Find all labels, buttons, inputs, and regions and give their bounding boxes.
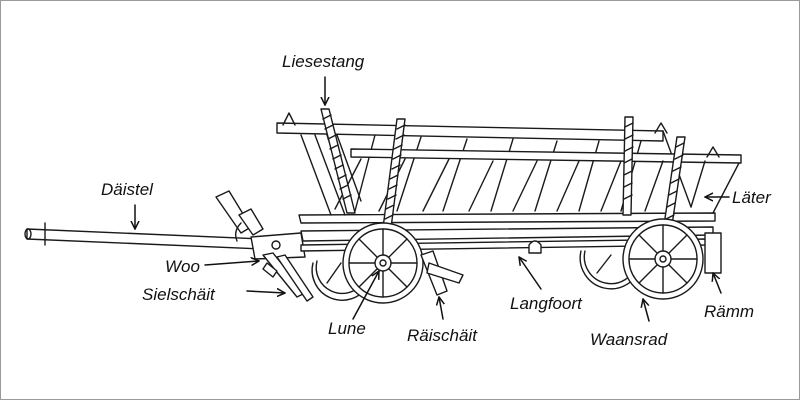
wheel-left [342, 222, 424, 304]
label-arrows [135, 76, 730, 322]
label-raischait: Räischäit [407, 326, 477, 345]
label-woo: Woo [165, 257, 200, 276]
drawbar [24, 222, 264, 250]
label-sielschait: Sielschäit [142, 285, 215, 304]
hitch [215, 190, 314, 302]
arrow-raischait [439, 296, 443, 320]
arrow-woo [204, 261, 260, 265]
label-langfoort: Langfoort [510, 294, 582, 313]
arrow-lune [352, 270, 380, 320]
label-later: Läter [732, 188, 771, 207]
label-liesestang: Liesestang [282, 52, 365, 71]
front-ladder [282, 112, 742, 214]
arrow-sielschait [246, 291, 286, 293]
arrow-langfoort [518, 256, 542, 290]
wheel-right [622, 218, 704, 300]
label-ramm: Rämm [704, 302, 755, 321]
brake-shoe [420, 250, 464, 296]
label-lune: Lune [328, 319, 366, 338]
label-waansrad: Waansrad [590, 330, 668, 349]
arrow-ramm [713, 272, 722, 294]
label-daistel: Däistel [101, 180, 153, 199]
arrow-waansrad [643, 298, 650, 322]
